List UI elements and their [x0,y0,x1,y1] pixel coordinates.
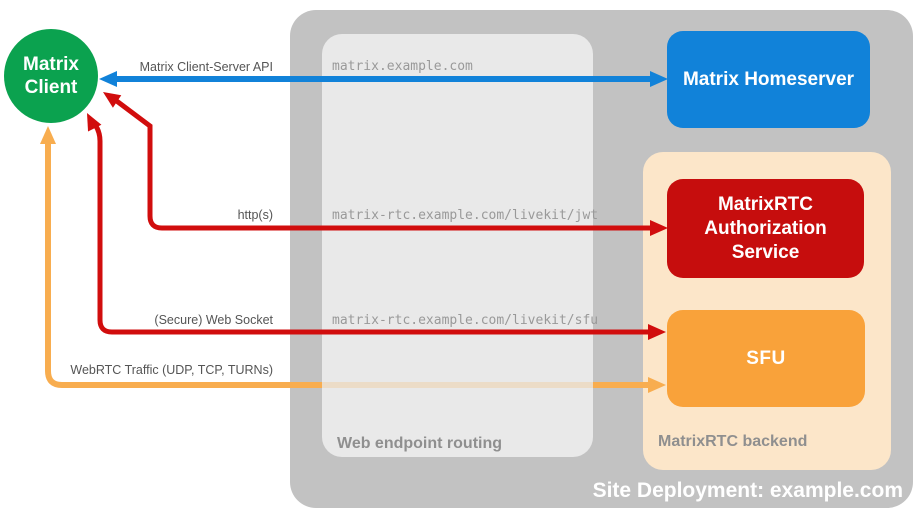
matrix-homeserver-label: Matrix Homeserver [682,68,855,90]
matrix-homeserver-node: Matrix Homeserver [667,31,870,128]
route-matrix-example-com: matrix.example.com [332,59,473,74]
site-deployment-title: Site Deployment: example.com [592,479,903,502]
matrixrtc-backend-label: MatrixRTC backend [658,433,808,450]
webrtc-traffic-arrow-label: WebRTC Traffic (UDP, TCP, TURNs) [70,363,273,377]
webrtc-arrowhead-up [40,126,56,144]
http-arrowhead-left [103,92,122,108]
matrixrtc-authorization-service-node: MatrixRTC Authorization Service [667,179,864,278]
matrixrtc-authorization-service-label: MatrixRTC Authorization Service [704,193,827,263]
web-endpoint-routing-label: Web endpoint routing [337,435,503,452]
matrix-client-label-line1: Matrix [23,54,79,75]
matrix-client-label-line2: Client [24,77,78,98]
sfu-label: SFU [746,347,786,369]
websocket-arrow-label: (Secure) Web Socket [154,313,273,327]
webrtc-line-left [45,143,322,388]
client-server-api-arrow-label: Matrix Client-Server API [139,60,273,74]
route-livekit-jwt: matrix-rtc.example.com/livekit/jwt [332,208,599,223]
websocket-arrowhead-left [87,113,102,132]
sfu-node: SFU [667,310,865,407]
client-server-api-arrowhead-left [99,71,117,87]
route-livekit-sfu: matrix-rtc.example.com/livekit/sfu [332,313,599,328]
http-arrow-label: http(s) [237,208,273,222]
matrix-client-node: Matrix Client [4,29,98,123]
web-endpoint-routing-group [322,34,593,457]
